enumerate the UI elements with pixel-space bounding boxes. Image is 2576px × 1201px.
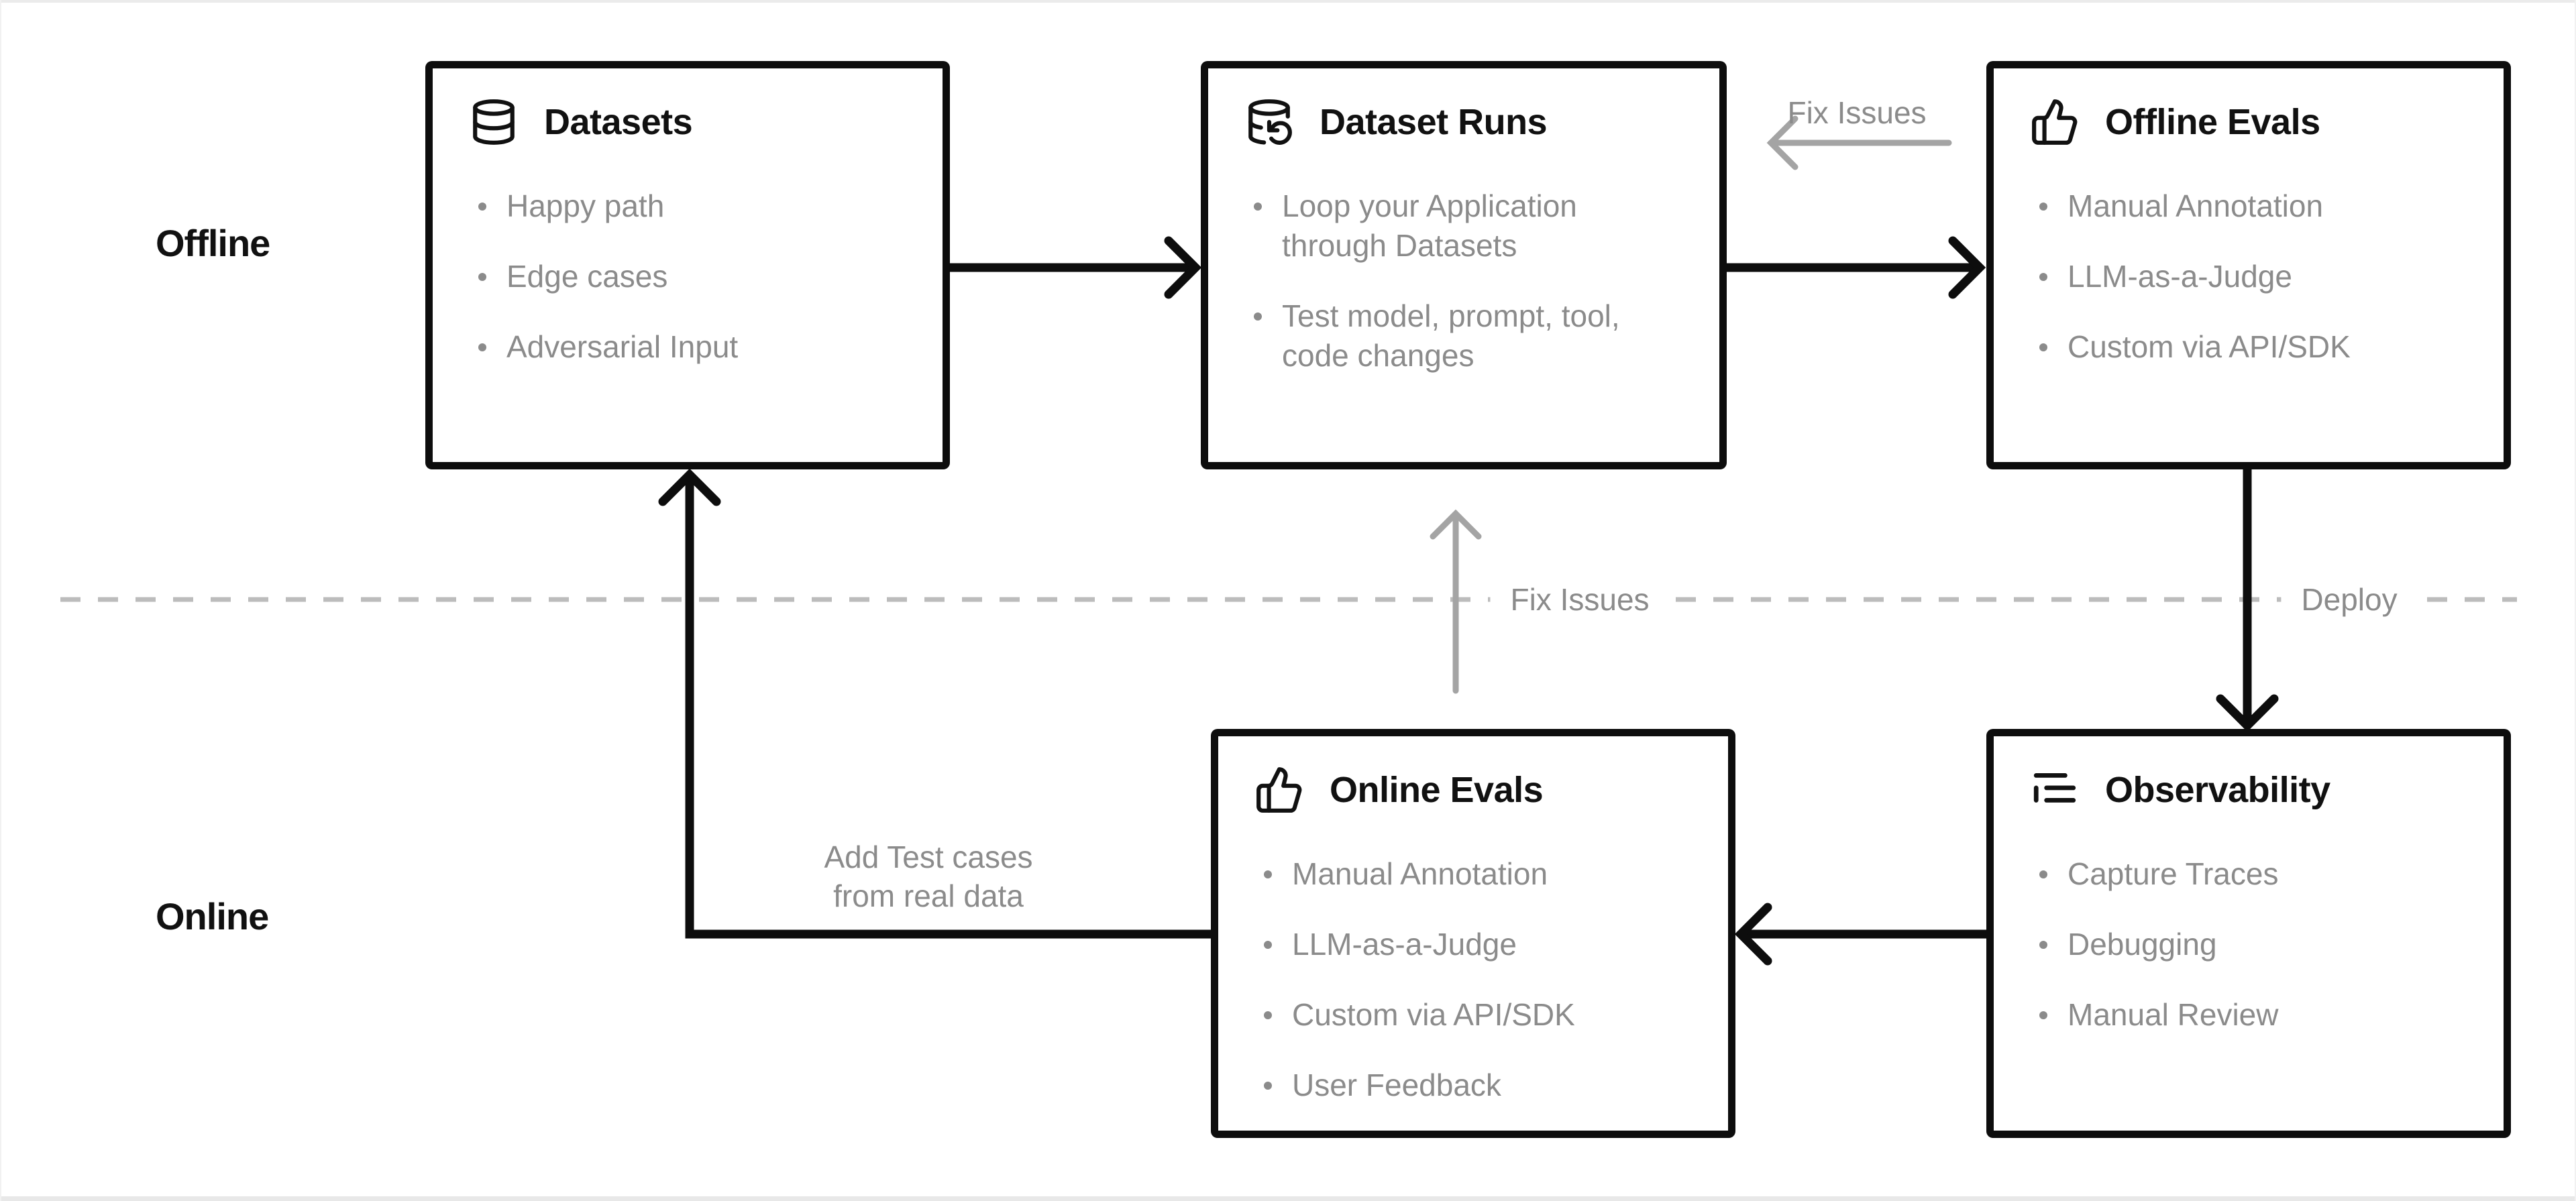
window-edge-left bbox=[0, 0, 1, 1201]
bullet-dot bbox=[1264, 941, 1272, 949]
online-evals-list: Manual Annotation LLM-as-a-Judge Custom … bbox=[1254, 854, 1692, 1105]
bullet-dot bbox=[2039, 203, 2047, 211]
datasets-box: Datasets Happy path Edge cases Adversari… bbox=[425, 61, 950, 469]
arrow-observability-to-online-evals bbox=[1734, 903, 1991, 966]
bullet-text: Edge cases bbox=[506, 259, 668, 294]
bullet-dot bbox=[2039, 941, 2047, 949]
window-edge-top bbox=[0, 0, 2576, 3]
list-item: Manual Annotation bbox=[1264, 854, 1692, 894]
database-run-icon bbox=[1244, 97, 1294, 147]
datasets-box-header: Datasets bbox=[469, 95, 906, 149]
bullet-dot bbox=[2039, 870, 2047, 878]
list-item: LLM-as-a-Judge bbox=[2039, 257, 2467, 296]
bullet-text: Happy path bbox=[506, 188, 665, 223]
online-evals-box: Online Evals Manual Annotation LLM-as-a-… bbox=[1211, 729, 1735, 1138]
bullet-text: Test model, prompt, tool, code changes bbox=[1282, 298, 1620, 373]
fix-issues-top-label: Fix Issues bbox=[1787, 95, 1927, 130]
bullet-dot bbox=[478, 343, 486, 351]
fix-issues-mid-label: Fix Issues bbox=[1490, 577, 1670, 622]
arrow-offline-evals-to-observability bbox=[2216, 465, 2279, 732]
lane-label-offline: Offline bbox=[156, 222, 270, 264]
add-test-cases-line2: from real data bbox=[833, 878, 1024, 913]
online-evals-box-header: Online Evals bbox=[1254, 763, 1692, 817]
window-edge-right bbox=[2575, 0, 2576, 1201]
lane-label-online: Online bbox=[156, 895, 269, 937]
dataset-runs-box: Dataset Runs Loop your Application throu… bbox=[1201, 61, 1727, 469]
offline-evals-box-header: Offline Evals bbox=[2030, 95, 2467, 149]
list-item: User Feedback bbox=[1264, 1066, 1692, 1105]
list-item: Manual Annotation bbox=[2039, 186, 2467, 226]
bullet-text: Adversarial Input bbox=[506, 329, 739, 364]
deploy-label: Deploy bbox=[2281, 577, 2418, 622]
box-title: Online Evals bbox=[1330, 770, 1544, 810]
box-title: Observability bbox=[2105, 770, 2330, 810]
list-item: Custom via API/SDK bbox=[1264, 995, 1692, 1035]
fix-issues-mid-arrow bbox=[1430, 509, 1482, 694]
bullet-text: LLM-as-a-Judge bbox=[2068, 259, 2292, 294]
bullet-dot bbox=[1264, 1011, 1272, 1019]
bullet-dot bbox=[1254, 312, 1262, 321]
bullet-text: Manual Review bbox=[2068, 997, 2279, 1032]
bullet-dot bbox=[1254, 203, 1262, 211]
thumbs-up-icon bbox=[1254, 765, 1304, 815]
bullet-text: Capture Traces bbox=[2068, 856, 2279, 891]
box-title: Dataset Runs bbox=[1320, 102, 1548, 142]
bullet-dot bbox=[2039, 343, 2047, 351]
database-icon bbox=[469, 97, 519, 147]
dataset-runs-box-header: Dataset Runs bbox=[1244, 95, 1683, 149]
bullet-dot bbox=[1264, 870, 1272, 878]
bullet-dot bbox=[2039, 1011, 2047, 1019]
trace-list-icon bbox=[2030, 765, 2080, 815]
arrow-datasets-to-dataset-runs bbox=[945, 236, 1202, 299]
bullet-text: Debugging bbox=[2068, 927, 2217, 962]
add-test-cases-line1: Add Test cases bbox=[824, 840, 1033, 874]
list-item: Adversarial Input bbox=[478, 327, 906, 367]
observability-list: Capture Traces Debugging Manual Review bbox=[2030, 854, 2467, 1035]
list-item: Custom via API/SDK bbox=[2039, 327, 2467, 367]
offline-evals-box: Offline Evals Manual Annotation LLM-as-a… bbox=[1986, 61, 2511, 469]
list-item: LLM-as-a-Judge bbox=[1264, 925, 1692, 964]
bullet-text: Loop your Application through Datasets bbox=[1282, 188, 1577, 263]
dataset-runs-list: Loop your Application through Datasets T… bbox=[1244, 186, 1683, 376]
datasets-list: Happy path Edge cases Adversarial Input bbox=[469, 186, 906, 367]
list-item: Debugging bbox=[2039, 925, 2467, 964]
arrow-dataset-runs-to-offline-evals bbox=[1722, 236, 1986, 299]
bullet-dot bbox=[478, 273, 486, 281]
thumbs-up-icon bbox=[2030, 97, 2080, 147]
bullet-text: LLM-as-a-Judge bbox=[1292, 927, 1517, 962]
list-item: Edge cases bbox=[478, 257, 906, 296]
bullet-text: User Feedback bbox=[1292, 1068, 1501, 1102]
list-item: Capture Traces bbox=[2039, 854, 2467, 894]
offline-evals-list: Manual Annotation LLM-as-a-Judge Custom … bbox=[2030, 186, 2467, 367]
box-title: Datasets bbox=[544, 102, 693, 142]
bullet-text: Manual Annotation bbox=[1292, 856, 1548, 891]
arrow-online-evals-to-datasets bbox=[658, 468, 1216, 939]
list-item: Happy path bbox=[478, 186, 906, 226]
fix-issues-top-arrow bbox=[1766, 115, 1952, 170]
bullet-text: Manual Annotation bbox=[2068, 188, 2324, 223]
bullet-text: Custom via API/SDK bbox=[1292, 997, 1575, 1032]
bullet-dot bbox=[1264, 1082, 1272, 1090]
list-item: Manual Review bbox=[2039, 995, 2467, 1035]
window-edge-bottom bbox=[0, 1196, 2576, 1201]
list-item: Loop your Application through Datasets bbox=[1254, 186, 1683, 266]
add-test-cases-label: Add Test cases from real data bbox=[694, 838, 1163, 915]
box-title: Offline Evals bbox=[2105, 102, 2320, 142]
observability-box: Observability Capture Traces Debugging M… bbox=[1986, 729, 2511, 1138]
bullet-text: Custom via API/SDK bbox=[2068, 329, 2351, 364]
bullet-dot bbox=[478, 203, 486, 211]
bullet-dot bbox=[2039, 273, 2047, 281]
list-item: Test model, prompt, tool, code changes bbox=[1254, 296, 1683, 376]
observability-box-header: Observability bbox=[2030, 763, 2467, 817]
